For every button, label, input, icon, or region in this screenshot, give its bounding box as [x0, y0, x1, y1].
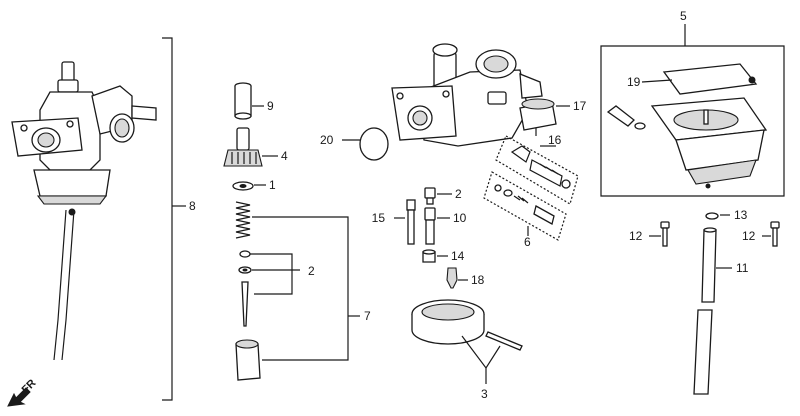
- throttle-spring: [235, 201, 251, 239]
- part-11-drain-tube: [693, 227, 717, 395]
- callout-5: 5: [680, 9, 687, 23]
- callout-2b: 2: [455, 187, 462, 201]
- callout-7: 7: [364, 309, 371, 323]
- part-6-screw-kit: [483, 171, 567, 241]
- part-10-needle-jet: [424, 207, 436, 245]
- callout-17: 17: [573, 99, 587, 113]
- part-17-cap: [519, 98, 557, 131]
- callout-6: 6: [524, 235, 531, 249]
- float-chamber: [650, 97, 768, 189]
- part-15-pilot-jet: [406, 199, 416, 245]
- callout-3: 3: [481, 387, 488, 401]
- part-12-screw-left: [660, 221, 670, 247]
- part-9-cap: [234, 82, 252, 120]
- jet-needle: [241, 281, 249, 327]
- part-2-main-jet: [424, 187, 436, 205]
- throttle-slide: [235, 339, 261, 381]
- callout-16: 16: [548, 133, 562, 147]
- part-13-clip: [705, 212, 719, 220]
- carburetor-assembly: [11, 61, 157, 361]
- callout-20: 20: [320, 133, 334, 147]
- part-4-top-nut: [223, 127, 263, 167]
- callout-8: 8: [189, 199, 196, 213]
- callout-15: 15: [372, 211, 386, 225]
- part-18-float-valve: [446, 267, 458, 289]
- part-12-screw-right: [770, 221, 780, 247]
- callout-1: 1: [269, 178, 276, 192]
- front-direction-arrow: FR: [7, 377, 39, 407]
- part-20-o-ring: [359, 127, 389, 161]
- callout-12b: 12: [742, 229, 756, 243]
- callout-12a: 12: [629, 229, 643, 243]
- float-chamber-screw: [606, 105, 646, 130]
- callout-14: 14: [451, 249, 465, 263]
- part-16-screw-kit: [495, 135, 579, 205]
- part-1-washer: [232, 181, 254, 191]
- part-19-gasket: [662, 63, 758, 95]
- callout-11: 11: [736, 261, 749, 275]
- part-3-float: [411, 299, 523, 351]
- callout-18: 18: [471, 273, 485, 287]
- carburetor-body: [391, 43, 543, 147]
- part-2-clip: [238, 250, 252, 274]
- callout-10: 10: [453, 211, 467, 225]
- callout-13: 13: [734, 208, 748, 222]
- callout-2a: 2: [308, 264, 315, 278]
- callout-4: 4: [281, 149, 288, 163]
- callout-9: 9: [267, 99, 274, 113]
- part-14-holder: [422, 249, 436, 263]
- callout-19: 19: [627, 75, 641, 89]
